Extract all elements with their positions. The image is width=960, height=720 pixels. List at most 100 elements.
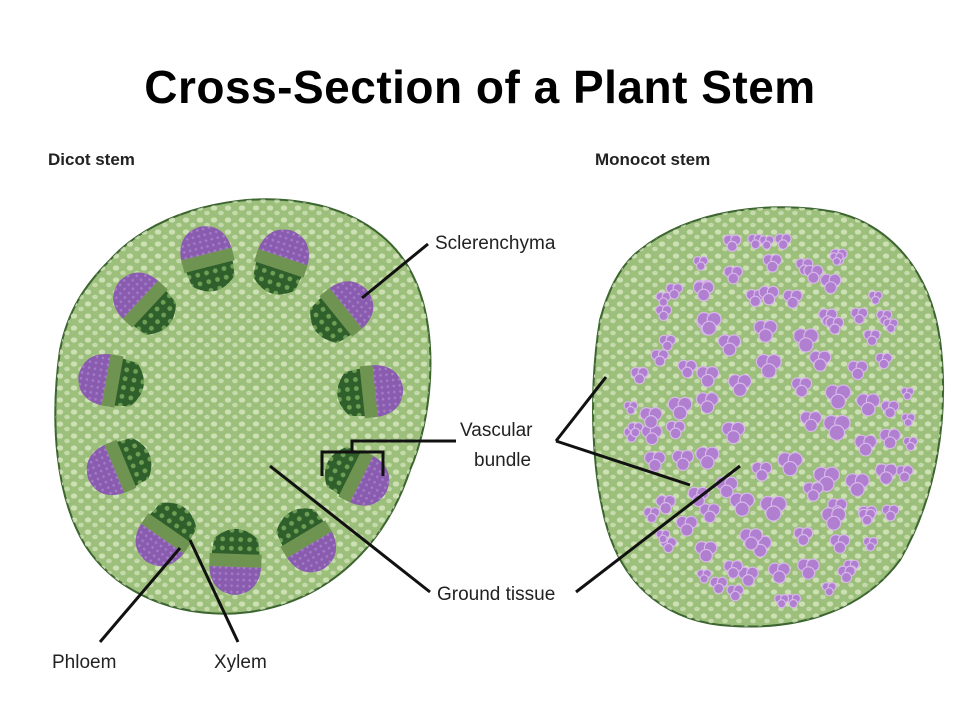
monocot-vascular-bundle	[692, 281, 715, 302]
cambium	[280, 520, 332, 559]
xylem	[211, 528, 260, 556]
monocot-vascular-bundle	[874, 463, 898, 485]
monocot-vascular-bundle	[747, 233, 764, 250]
monocot-vascular-bundle	[819, 273, 842, 295]
monocot-vascular-bundle	[767, 562, 791, 584]
xylem	[149, 502, 197, 543]
monocot-vascular-bundle	[753, 319, 778, 343]
monocot-vascular-bundle	[777, 452, 804, 477]
monocot-vascular-bundle	[793, 328, 819, 353]
dicot-vascular-bundle	[253, 229, 309, 295]
monocot-vascular-bundle	[821, 507, 847, 531]
monocot-vascular-bundle	[802, 481, 824, 502]
monocot-vascular-bundle	[751, 461, 773, 482]
xylem	[186, 259, 235, 292]
phloem	[113, 272, 159, 319]
monocot-vascular-bundle	[699, 503, 721, 524]
page-title: Cross-Section of a Plant Stem	[144, 61, 816, 113]
monocot-vascular-bundle	[837, 565, 856, 584]
monocot-vascular-bundle	[696, 366, 720, 388]
monocot-vascular-bundle	[694, 540, 718, 563]
monocot-vascular-bundle	[825, 316, 845, 335]
phloem	[349, 455, 390, 506]
monocot-vascular-bundle	[671, 449, 695, 471]
monocot-vascular-bundle	[895, 465, 914, 483]
monocot-vascular-bundle	[821, 581, 837, 597]
cambium	[338, 450, 374, 503]
monocot-vascular-bundle	[824, 384, 852, 410]
monocot-vascular-bundle	[844, 473, 870, 498]
cambium	[101, 354, 124, 408]
monocot-vascular-bundle	[902, 436, 919, 452]
dicot-vascular-bundle	[337, 365, 404, 419]
vascular-leader-upper	[554, 376, 608, 442]
cambium	[359, 365, 378, 419]
monocot-vascular-bundle	[655, 304, 673, 322]
monocot-vascular-bundle	[696, 311, 722, 336]
monocot-vascular-bundle	[739, 528, 763, 551]
monocot-vascular-bundle	[762, 253, 783, 273]
sclerenchyma-label: Sclerenchyma	[435, 233, 556, 254]
monocot-vascular-bundle	[803, 264, 824, 284]
leader-lines	[98, 242, 741, 643]
phloem	[329, 281, 374, 329]
xylem-label: Xylem	[214, 652, 267, 673]
dicot-vascular-bundle	[276, 508, 337, 573]
phloem	[180, 226, 232, 261]
monocot-vascular-bundle	[774, 593, 790, 609]
monocot-vascular-bundle	[876, 309, 893, 326]
monocot-vascular-bundle	[695, 392, 719, 415]
phloem	[372, 365, 404, 417]
monocot-vascular-bundle	[650, 349, 670, 367]
dicot-vascular-bundle	[209, 528, 262, 595]
monocot-vascular-bundle	[695, 446, 720, 470]
monocot-vascular-bundle	[723, 265, 744, 285]
monocot-vascular-bundle	[793, 526, 814, 546]
monocot-vascular-bundle	[729, 492, 755, 517]
dicot-vascular-bundle	[180, 226, 235, 292]
monocot-vascular-bundle	[759, 235, 775, 250]
monocot-vascular-bundle	[829, 252, 844, 266]
ground-tissue-leader-monocot	[575, 464, 741, 594]
dicot-vascular-bundles	[78, 226, 404, 595]
vascular-bundle-label-line2: bundle	[474, 450, 531, 471]
monocot-vascular-bundle	[630, 366, 649, 385]
monocot-vascular-bundle	[667, 396, 693, 421]
cambium	[122, 280, 168, 328]
xylem	[253, 260, 302, 295]
xylem	[310, 297, 352, 343]
monocot-vascular-bundle	[665, 283, 684, 300]
vascular-leader-lower	[555, 439, 691, 487]
monocot-vascular-bundle	[823, 414, 851, 441]
monocot-vascular-bundle	[855, 393, 881, 417]
monocot-vascular-bundle	[623, 401, 639, 415]
monocot-vascular-bundle	[721, 421, 746, 445]
monocot-vascular-bundle	[809, 350, 832, 372]
dicot-vascular-bundle	[310, 281, 374, 343]
monocot-vascular-bundle	[643, 451, 666, 472]
dicot-vascular-bundle	[86, 437, 152, 496]
xylem	[113, 358, 144, 407]
monocot-vascular-bundle	[655, 494, 677, 515]
monocot-vascular-bundle	[862, 536, 879, 552]
monocot-vascular-bundle	[900, 413, 916, 428]
monocot-vascular-bundle	[692, 255, 709, 271]
sclerenchyma-leader	[361, 242, 429, 300]
monocot-vascular-bundle	[863, 329, 881, 347]
vascular-bracket-stem	[350, 439, 456, 452]
monocot-vascular-bundles	[623, 233, 919, 609]
monocot-vascular-bundle	[717, 334, 742, 357]
monocot-vascular-bundle	[847, 360, 869, 381]
monocot-vascular-bundle	[726, 584, 745, 602]
monocot-vascular-bundle	[829, 534, 851, 554]
vascular-bundle-label-line1: Vascular	[460, 420, 533, 441]
cambium	[319, 287, 363, 337]
monocot-vascular-bundle	[639, 407, 663, 429]
dicot-vascular-bundle	[324, 446, 390, 506]
monocot-vascular-bundle	[709, 576, 728, 595]
xylem	[324, 446, 362, 496]
phloem	[209, 565, 262, 595]
monocot-vascular-bundle	[879, 428, 901, 450]
xylem-leader	[188, 539, 240, 643]
